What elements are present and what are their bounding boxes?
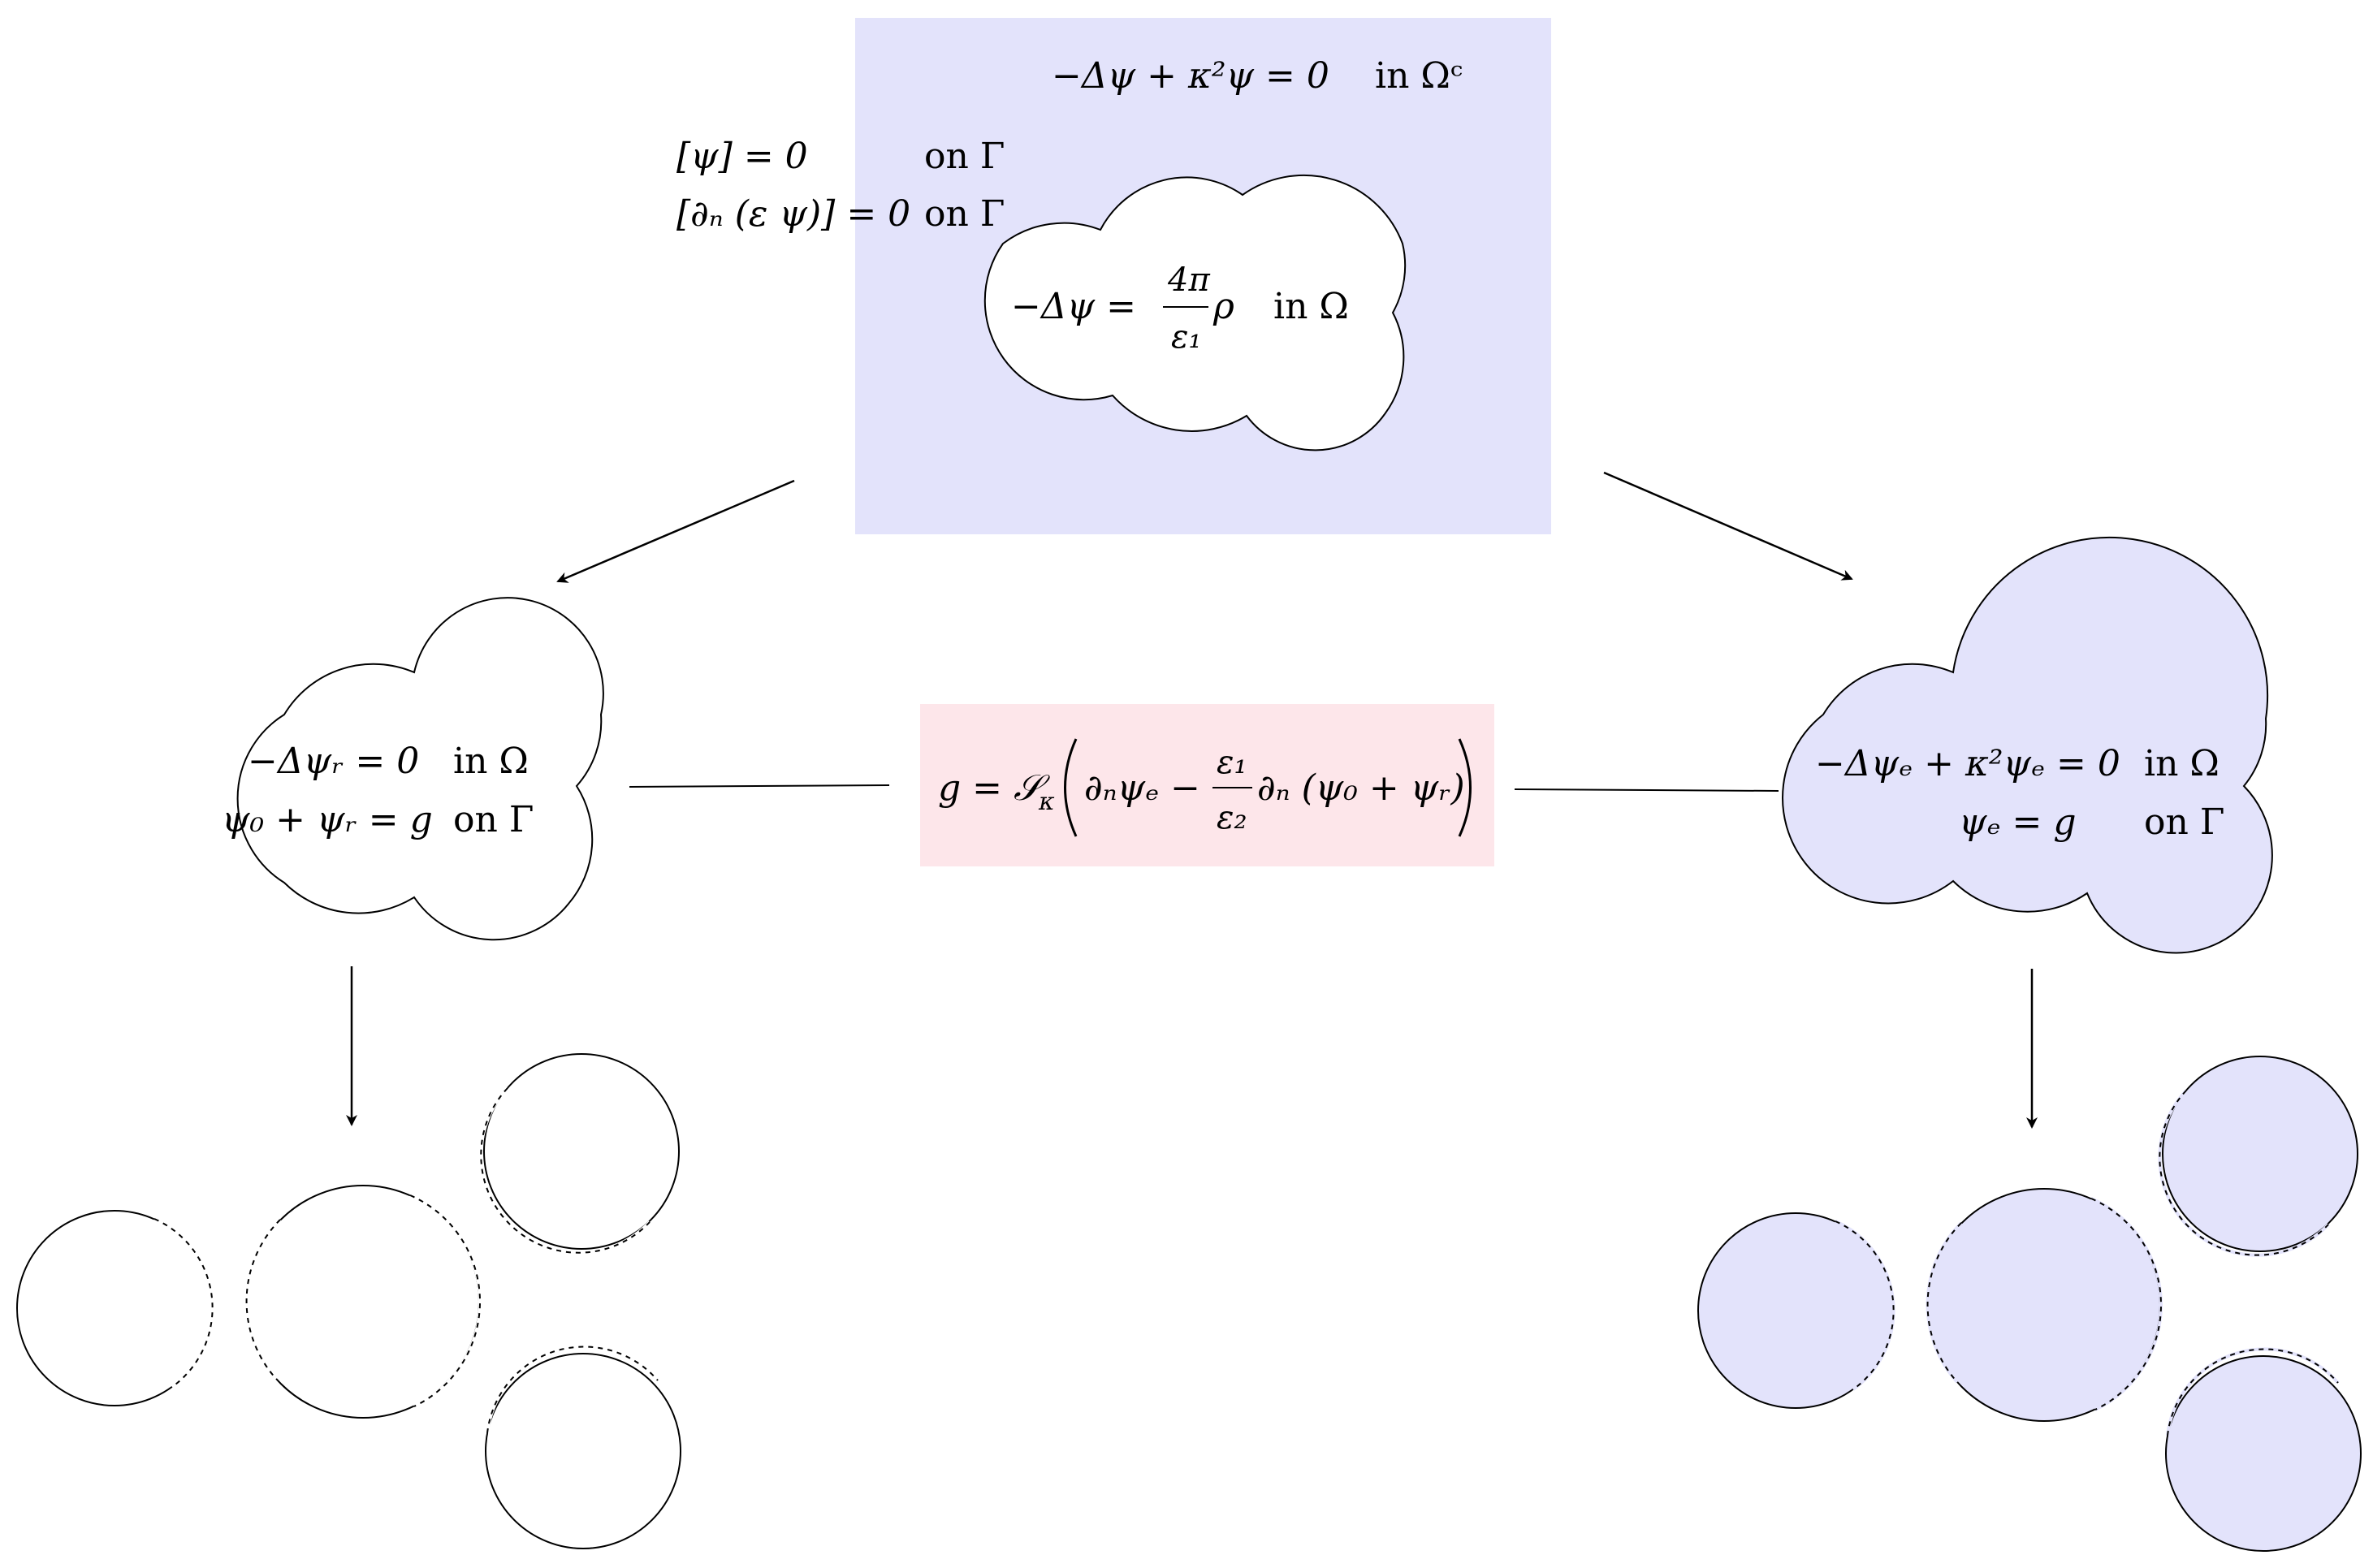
coupling-frac-numerator: ε₁ [1217,744,1247,781]
interface-condition-continuity: [ψ] = 0 [676,136,808,177]
connector-coupling-to-right [1514,788,1779,792]
exterior-equation: −Δψ + κ²ψ = 0 [1052,55,1329,97]
left-equation-laplace-where: in Ω [453,741,529,782]
interior-equation-frac-denominator: ε₁ [1171,318,1202,356]
coupling-left-paren [1064,738,1078,837]
right-sphere-4 [2165,1355,2362,1552]
right-equation-screened: −Δψₑ + κ²ψₑ = 0 [1815,743,2120,784]
connector-left-to-coupling [629,784,890,788]
right-equation-screened-where: in Ω [2144,743,2220,784]
left-sphere-2 [246,1185,480,1419]
left-sphere-4 [485,1353,681,1549]
interface-condition-flux: [∂ₙ (ε ψ)] = 0 [676,193,910,235]
coupling-box [920,704,1494,866]
left-domain-cloud [236,597,604,941]
interior-equation-lhs: −Δψ = [1011,286,1136,327]
right-sphere-2 [1927,1188,2161,1422]
interior-equation-rhs: ρ [1212,286,1234,327]
left-equation-laplace: −Δψᵣ = 0 [248,741,419,782]
interior-domain-cloud [983,174,1407,451]
coupling-right-paren [1458,738,1472,837]
arrow-to-interior-problem [556,479,795,583]
interior-domain-label: in Ω [1273,286,1349,327]
exterior-domain-label: in Ωᶜ [1375,55,1463,97]
coupling-term-interior-potential: ∂ₙ (ψ₀ + ψᵣ) [1257,767,1465,809]
right-spheres [1697,1056,2362,1552]
right-domain-cloud [1782,536,2273,954]
arrow-to-exterior-problem [1603,471,1853,581]
right-sphere-3 [2162,1056,2358,1252]
interface-condition-flux-where: on Γ [924,193,1005,235]
coupling-frac-denominator: ε₂ [1217,799,1247,836]
left-equation-boundary: ψ₀ + ψᵣ = g [222,799,433,840]
interface-condition-continuity-where: on Γ [924,136,1005,177]
interior-equation-frac-numerator: 4π [1167,261,1210,299]
left-equation-boundary-where: on Γ [453,799,534,840]
right-equation-boundary-where: on Γ [2144,801,2224,843]
coupling-term-normal-derivative: ∂ₙψₑ − [1084,767,1200,809]
right-equation-boundary: ψₑ = g [1959,801,2077,843]
coupling-lhs-subscript: κ [1038,788,1055,816]
coupling-lhs: g = 𝒮 [938,767,1050,809]
left-spheres [16,1053,681,1549]
left-sphere-3 [483,1053,680,1250]
